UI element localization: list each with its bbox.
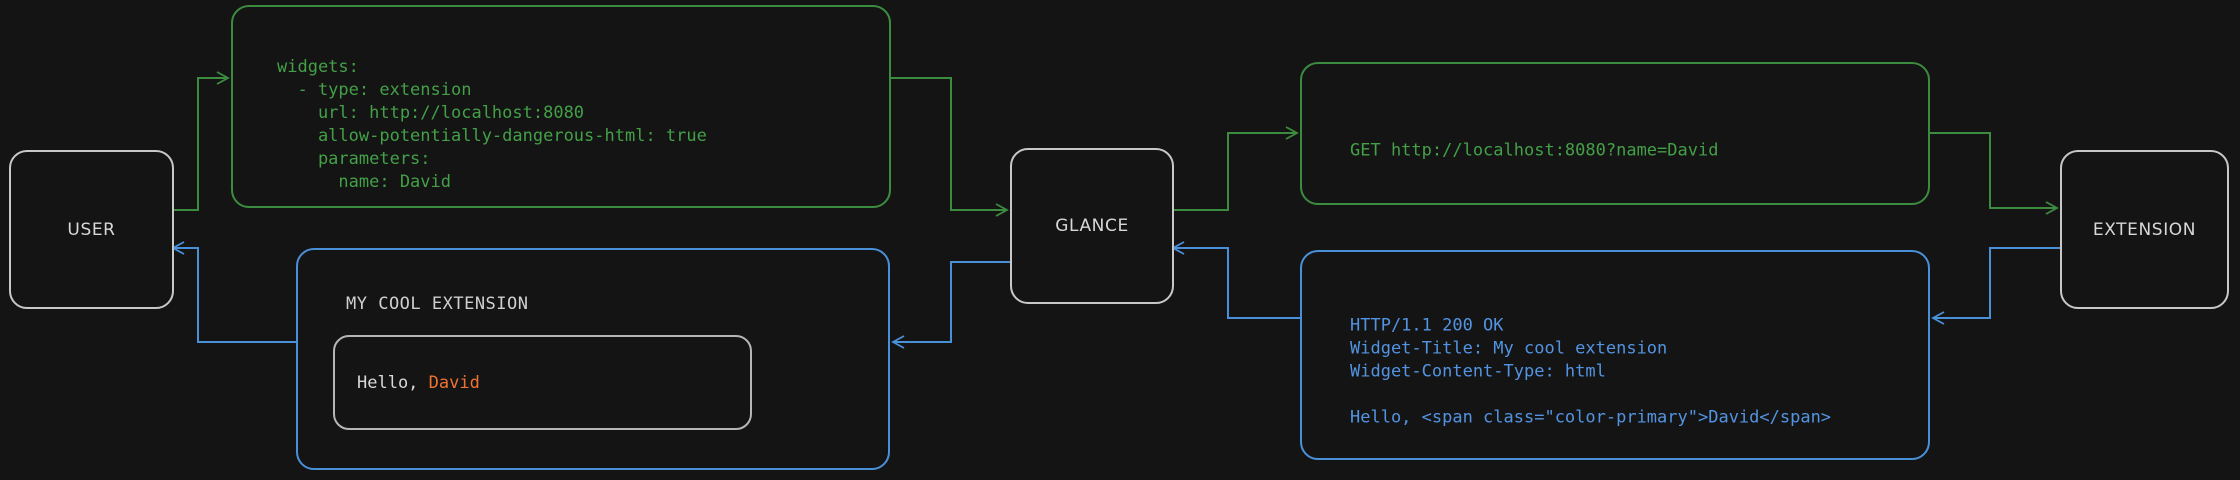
get-request-text: GET http://localhost:8080?name=David: [1350, 140, 1719, 160]
get-request-box[interactable]: GET http://localhost:8080?name=David: [1300, 62, 1930, 205]
connector-extension-to-http: [1931, 247, 2060, 325]
node-glance-label: GLANCE: [1055, 216, 1129, 236]
widget-greeting: Hello, David: [335, 373, 480, 393]
http-response-box[interactable]: HTTP/1.1 200 OK Widget-Title: My cool ex…: [1300, 250, 1930, 460]
connector-http-to-glance: [1171, 241, 1300, 319]
node-extension-label: EXTENSION: [2092, 219, 2197, 240]
rendered-widget-box[interactable]: MY COOL EXTENSION Hello, David: [296, 248, 890, 470]
connector-user-to-yaml: [170, 71, 230, 211]
node-glance[interactable]: GLANCE: [1010, 148, 1174, 304]
widget-title: MY COOL EXTENSION: [346, 294, 529, 314]
node-extension[interactable]: EXTENSION: [2060, 150, 2229, 309]
widget-content-card[interactable]: Hello, David: [333, 335, 752, 430]
connector-glance-to-get: [1170, 126, 1299, 211]
connector-glance-to-widget: [891, 261, 1010, 349]
widget-greeting-name: David: [428, 372, 480, 393]
connector-widget-to-user: [171, 241, 296, 343]
node-user-label: USER: [67, 219, 116, 240]
connector-yaml-to-glance: [891, 77, 1009, 217]
yaml-config-text: widgets: - type: extension url: http://l…: [277, 57, 707, 192]
yaml-config-box[interactable]: widgets: - type: extension url: http://l…: [231, 5, 891, 208]
http-response-text: HTTP/1.1 200 OK Widget-Title: My cool ex…: [1350, 315, 1832, 428]
connector-get-to-extension: [1930, 132, 2059, 215]
node-user[interactable]: USER: [9, 150, 174, 309]
widget-greeting-prefix: Hello,: [357, 372, 429, 393]
